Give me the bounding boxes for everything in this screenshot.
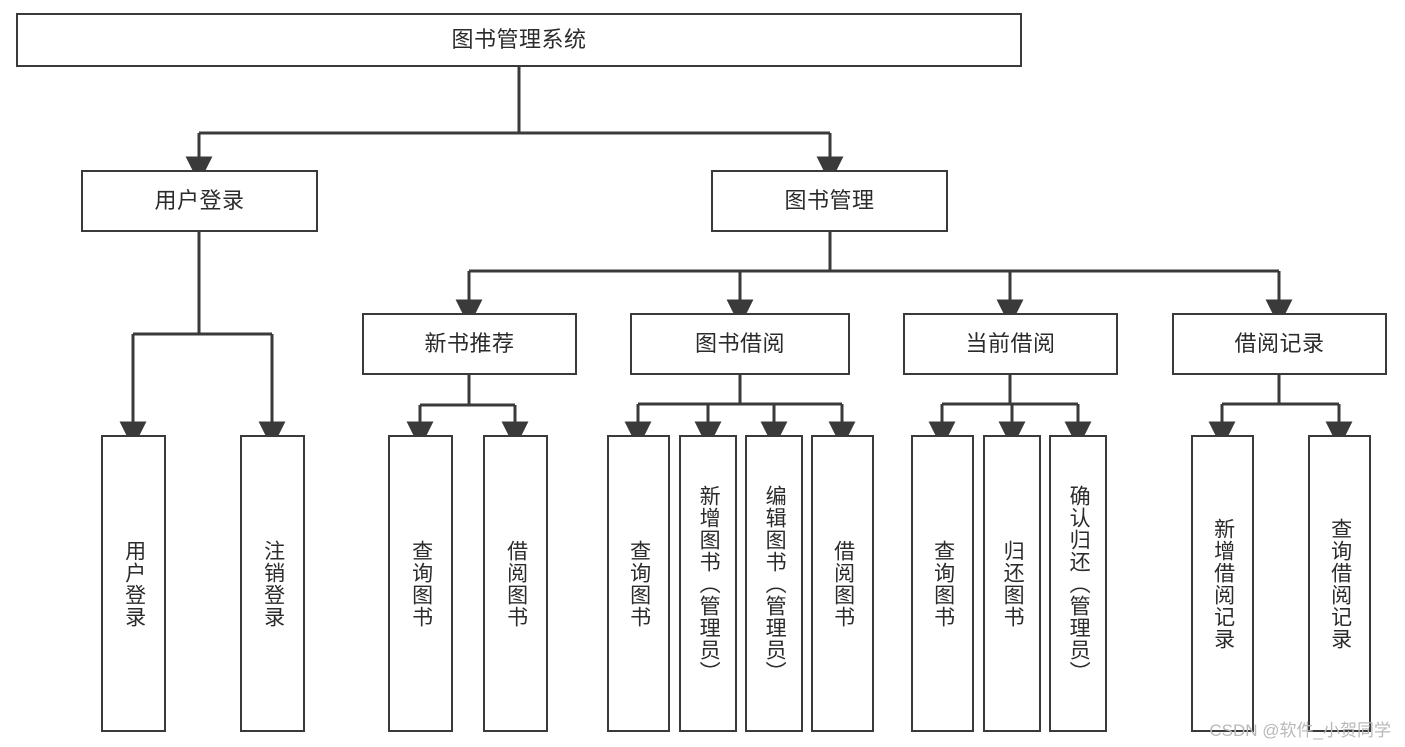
leaf-borrow-book-1[interactable]: 借阅图书 — [483, 435, 548, 732]
leaf-user-login[interactable]: 用户登录 — [101, 435, 166, 732]
leaf-add-record-label: 新增借阅记录 — [1211, 517, 1235, 650]
node-book-manage-label: 图书管理 — [784, 187, 875, 213]
node-book-borrow-label: 图书借阅 — [694, 330, 785, 356]
csdn-watermark: CSDN @软件_小贺同学 — [1209, 721, 1391, 740]
leaf-query-record-label: 查询借阅记录 — [1328, 517, 1352, 650]
leaf-query-book-1-label: 查询图书 — [409, 539, 433, 628]
leaf-add-record[interactable]: 新增借阅记录 — [1191, 435, 1254, 732]
leaf-add-book-label: 新增图书（管理员） — [697, 484, 721, 683]
node-borrow-record[interactable]: 借阅记录 — [1172, 313, 1387, 375]
node-book-manage[interactable]: 图书管理 — [711, 170, 948, 232]
leaf-confirm-return-label: 确认归还（管理员） — [1067, 484, 1091, 683]
node-user-login[interactable]: 用户登录 — [81, 170, 318, 232]
node-book-borrow[interactable]: 图书借阅 — [630, 313, 850, 375]
leaf-query-book-1[interactable]: 查询图书 — [388, 435, 453, 732]
node-root[interactable]: 图书管理系统 — [16, 13, 1022, 67]
leaf-query-book-2[interactable]: 查询图书 — [607, 435, 670, 732]
leaf-logout-label: 注销登录 — [261, 539, 285, 628]
leaf-edit-book[interactable]: 编辑图书（管理员） — [745, 435, 803, 732]
node-borrow-record-label: 借阅记录 — [1234, 330, 1325, 356]
leaf-borrow-book-2-label: 借阅图书 — [831, 539, 855, 628]
node-root-label: 图书管理系统 — [451, 26, 587, 52]
node-current-borrow[interactable]: 当前借阅 — [903, 313, 1118, 375]
leaf-query-book-3-label: 查询图书 — [931, 539, 955, 628]
node-user-login-label: 用户登录 — [154, 187, 245, 213]
leaf-edit-book-label: 编辑图书（管理员） — [763, 484, 787, 683]
leaf-query-book-3[interactable]: 查询图书 — [911, 435, 974, 732]
leaf-logout[interactable]: 注销登录 — [240, 435, 305, 732]
leaf-return-book-label: 归还图书 — [1001, 539, 1025, 628]
node-new-book-recommend[interactable]: 新书推荐 — [362, 313, 577, 375]
node-new-book-recommend-label: 新书推荐 — [424, 330, 515, 356]
leaf-confirm-return[interactable]: 确认归还（管理员） — [1049, 435, 1107, 732]
leaf-borrow-book-1-label: 借阅图书 — [504, 539, 528, 628]
leaf-return-book[interactable]: 归还图书 — [983, 435, 1041, 732]
leaf-borrow-book-2[interactable]: 借阅图书 — [811, 435, 874, 732]
node-current-borrow-label: 当前借阅 — [965, 330, 1056, 356]
leaf-query-book-2-label: 查询图书 — [627, 539, 651, 628]
leaf-user-login-label: 用户登录 — [122, 539, 146, 628]
leaf-query-record[interactable]: 查询借阅记录 — [1308, 435, 1371, 732]
leaf-add-book[interactable]: 新增图书（管理员） — [679, 435, 737, 732]
